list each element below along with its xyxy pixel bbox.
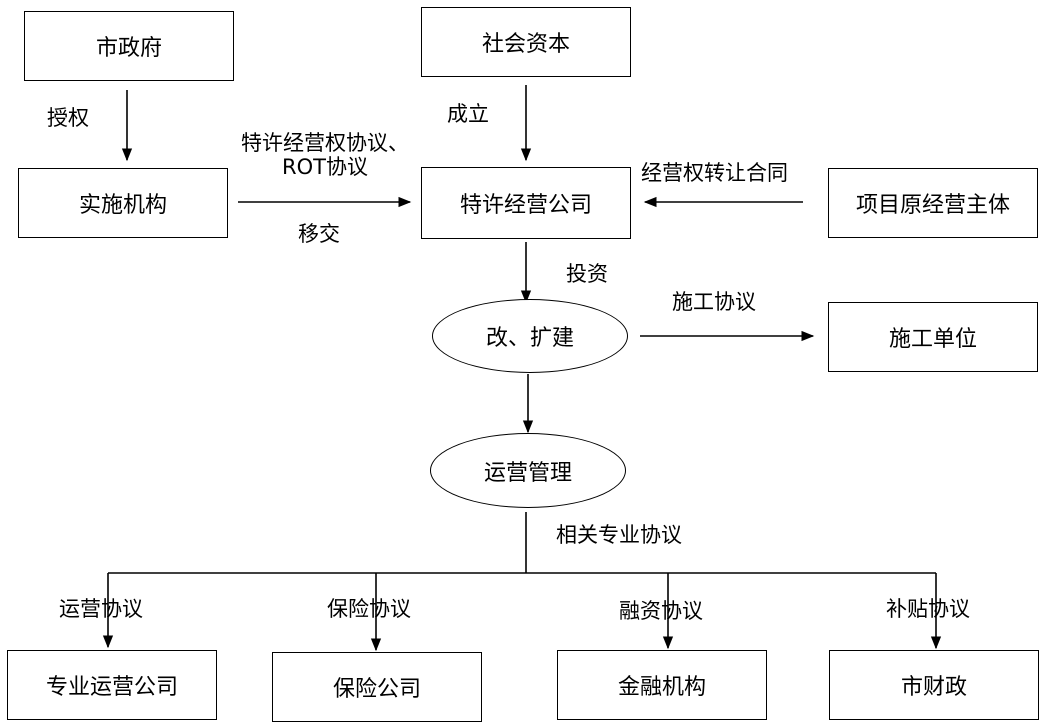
edge-label-transfer: 移交 [298, 222, 340, 246]
node-label: 施工单位 [888, 327, 977, 352]
node-label: 社会资本 [481, 32, 570, 57]
node-franchise-company: 特许经营公司 [421, 167, 631, 239]
node-insurance-company: 保险公司 [272, 652, 482, 722]
edge-label-insurance-agreement: 保险协议 [327, 597, 411, 621]
edge-label-related-agreements: 相关专业协议 [556, 523, 682, 547]
node-label: 项目原经营主体 [855, 193, 1010, 218]
node-operation-management: 运营管理 [430, 433, 626, 508]
node-social-capital: 社会资本 [421, 7, 631, 77]
edge-label-franchise-line1: 特许经营权协议、 [241, 131, 409, 155]
node-original-operator: 项目原经营主体 [828, 168, 1038, 238]
edge-label-subsidy-agreement: 补贴协议 [886, 597, 970, 621]
node-renovation-expansion: 改、扩建 [432, 299, 628, 373]
edge-label-construction-agreement: 施工协议 [672, 290, 756, 314]
node-label: 市政府 [95, 36, 162, 61]
node-label: 市财政 [900, 675, 967, 700]
node-professional-operator: 专业运营公司 [7, 650, 217, 720]
node-financial-institution: 金融机构 [557, 650, 767, 720]
node-implementing-agency: 实施机构 [18, 168, 228, 238]
edge-label-establish: 成立 [447, 102, 489, 126]
edge-label-right-transfer: 经营权转让合同 [641, 161, 788, 185]
node-city-finance: 市财政 [829, 650, 1039, 720]
edge-label-invest: 投资 [566, 262, 608, 286]
node-label: 实施机构 [78, 193, 167, 218]
edge-label-operation-agreement: 运营协议 [59, 597, 143, 621]
edge-label-franchise-agreement: 特许经营权协议、 ROT协议 [230, 131, 420, 179]
node-label: 保险公司 [332, 677, 421, 702]
edge-label-authorize: 授权 [47, 106, 89, 130]
node-construction-unit: 施工单位 [828, 302, 1038, 372]
edge-label-financing-agreement: 融资协议 [619, 599, 703, 623]
node-label: 运营管理 [483, 460, 572, 486]
node-label: 特许经营公司 [459, 193, 592, 218]
node-label: 改、扩建 [485, 326, 574, 351]
node-label: 金融机构 [617, 675, 706, 700]
node-label: 专业运营公司 [45, 675, 178, 700]
node-city-government: 市政府 [24, 11, 234, 81]
edge-label-franchise-line2: ROT协议 [282, 155, 368, 180]
